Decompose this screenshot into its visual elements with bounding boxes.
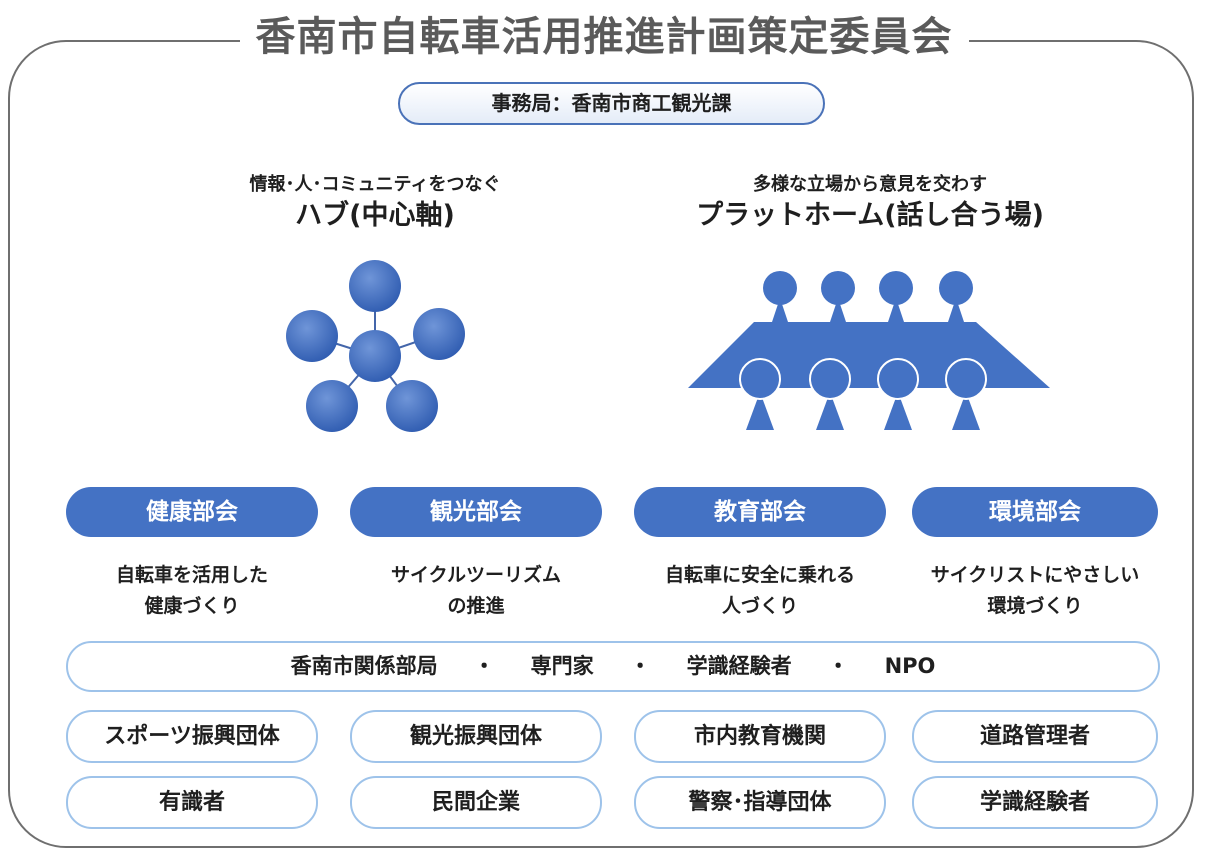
member-academics: 学識経験者 (686, 654, 792, 678)
dept-health-desc-line2: 健康づくり (144, 595, 240, 617)
hub-network-icon (286, 260, 465, 432)
dept-environment: 環境部会 (912, 487, 1158, 537)
member-experts-row2: 有識者 (66, 776, 318, 829)
hub-subtitle: 情報･人･コミュニティをつなぐ (249, 174, 501, 195)
meeting-table-icon (688, 271, 1050, 430)
dept-education-desc-line1: 自転車に安全に乗れる (664, 564, 855, 586)
member-education-institutions: 市内教育機関 (634, 710, 886, 763)
member-road-managers: 道路管理者 (912, 710, 1158, 763)
committee-title: 香南市自転車活用推進計画策定委員会 (0, 2, 1208, 72)
hub-concept: 情報･人･コミュニティをつなぐ ハブ(中心軸) (160, 172, 590, 234)
members-main: 香南市関係部局 ・ 専門家 ・ 学識経験者 ・ NPO (66, 641, 1160, 692)
platform-subtitle: 多様な立場から意見を交わす (753, 174, 987, 195)
dept-health: 健康部会 (66, 487, 318, 537)
separator: ・ (473, 654, 495, 678)
dept-health-desc-line1: 自転車を活用した (115, 564, 268, 586)
dept-tourism-desc: サイクルツーリズム の推進 (334, 560, 618, 622)
dept-health-desc: 自転車を活用した 健康づくり (50, 560, 334, 622)
member-tourism-org: 観光振興団体 (350, 710, 602, 763)
member-city-departments: 香南市関係部局 (290, 654, 438, 678)
dept-environment-desc-line2: 環境づくり (987, 595, 1083, 617)
secretariat-badge: 事務局：香南市商工観光課 (398, 82, 825, 125)
dept-education: 教育部会 (634, 487, 886, 537)
member-private-companies: 民間企業 (350, 776, 602, 829)
dept-tourism: 観光部会 (350, 487, 602, 537)
dept-tourism-desc-line2: の推進 (447, 595, 505, 617)
dept-education-desc-line2: 人づくり (721, 595, 798, 617)
member-police-guidance: 警察･指導団体 (634, 776, 886, 829)
platform-concept: 多様な立場から意見を交わす プラットホーム(話し合う場) (620, 172, 1120, 234)
dept-environment-desc: サイクリストにやさしい 環境づくり (893, 560, 1177, 622)
platform-label: プラットホーム(話し合う場) (696, 200, 1044, 231)
member-academics-row2: 学識経験者 (912, 776, 1158, 829)
dept-education-desc: 自転車に安全に乗れる 人づくり (618, 560, 902, 622)
member-sports-org: スポーツ振興団体 (66, 710, 318, 763)
dept-environment-desc-line1: サイクリストにやさしい (930, 564, 1140, 586)
separator: ・ (629, 654, 651, 678)
member-npo: NPO (884, 654, 936, 678)
dept-tourism-desc-line1: サイクルツーリズム (390, 564, 562, 586)
hub-label: ハブ(中心軸) (295, 200, 455, 231)
separator: ・ (827, 654, 849, 678)
member-experts: 専門家 (530, 654, 594, 678)
